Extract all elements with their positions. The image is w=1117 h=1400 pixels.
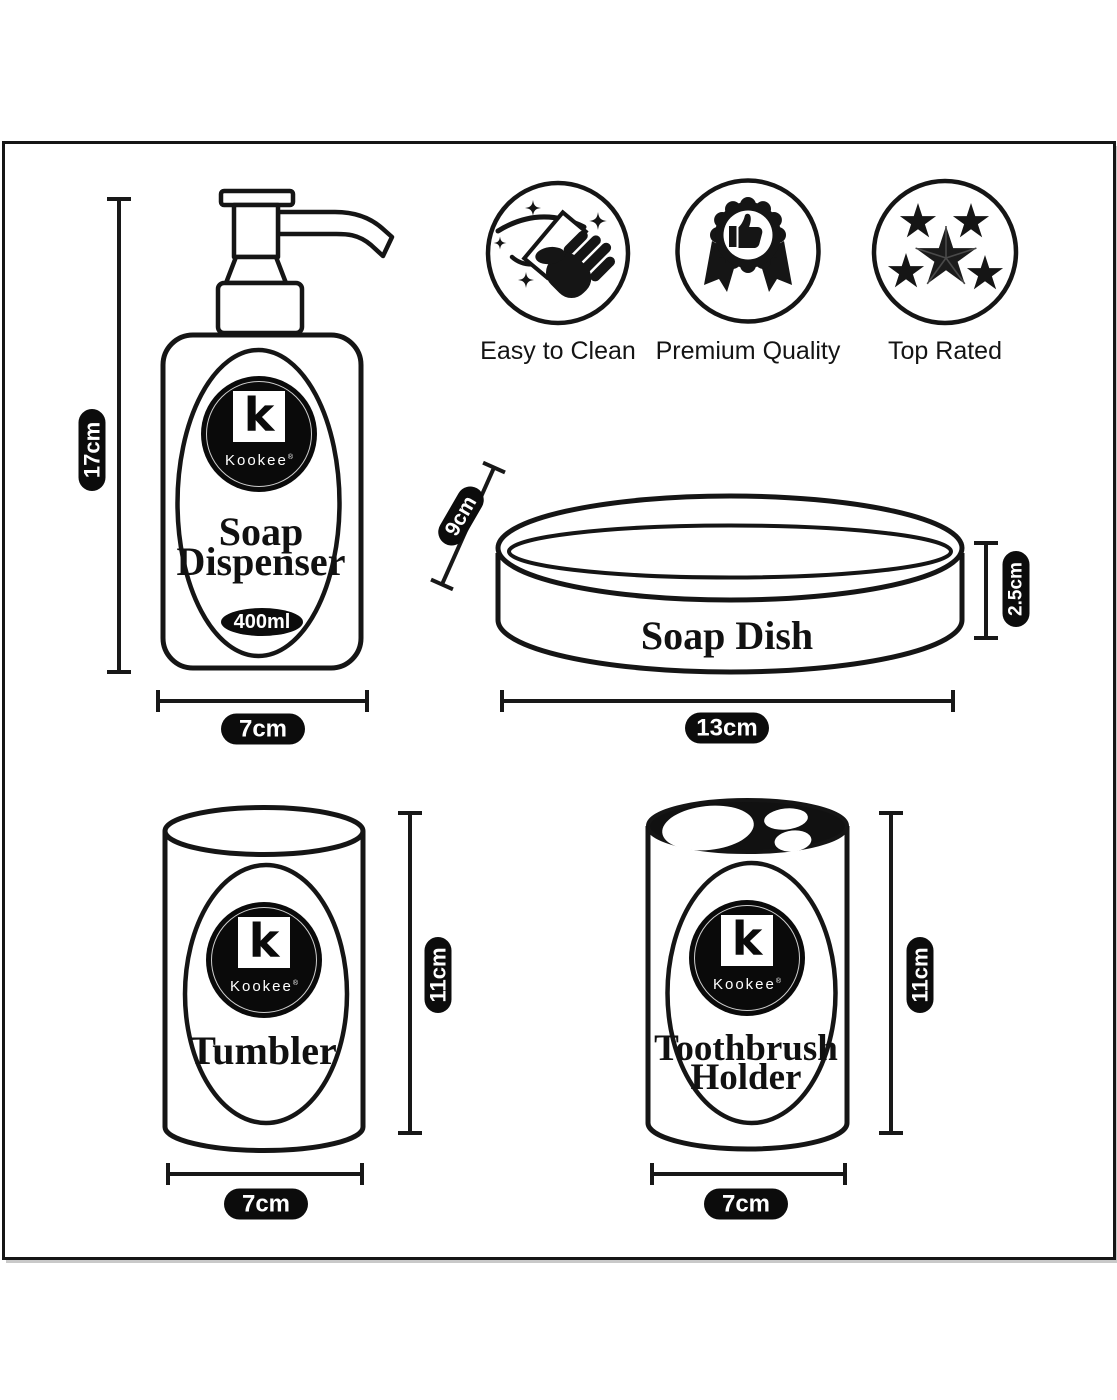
kookee-logo: k Kookee® xyxy=(201,376,317,492)
soap-dispenser-height-label: 17cm xyxy=(78,409,106,491)
tumbler-label: Tumbler xyxy=(189,1028,337,1073)
registered-mark: ® xyxy=(775,978,782,985)
soap-dispenser-height-dim xyxy=(117,199,121,672)
soap-dish-illustration xyxy=(495,493,965,675)
soap-dish-height-dim xyxy=(984,543,988,638)
registered-mark: ® xyxy=(292,980,299,987)
toothbrush-holder-label: Toothbrush Holder xyxy=(654,1028,838,1098)
tumbler-width-dim xyxy=(168,1172,362,1176)
kookee-logo-mark-box: k xyxy=(238,917,290,968)
kookee-logo-mark-box: k xyxy=(233,391,285,442)
toothbrush-holder-width-label: 7cm xyxy=(704,1188,788,1220)
feature-caption-premium-quality: Premium Quality xyxy=(655,337,841,365)
kookee-wordmark: Kookee® xyxy=(224,452,294,469)
kookee-logo-mark: k xyxy=(243,388,275,442)
sparkle-hand-clean-icon xyxy=(485,180,631,326)
toothbrush-holder-height-label: 11cm xyxy=(906,937,934,1013)
soap-dispenser-label: Soap Dispenser xyxy=(176,509,346,584)
toothbrush-holder-height-dim xyxy=(889,813,893,1133)
soap-dish-label: Soap Dish xyxy=(640,613,814,658)
soap-dispenser-width-label: 7cm xyxy=(221,713,305,745)
toothbrush-holder-width-dim xyxy=(652,1172,845,1176)
kookee-wordmark: Kookee® xyxy=(229,978,299,995)
kookee-logo-mark: k xyxy=(731,912,763,966)
capacity-badge: 400ml xyxy=(221,608,303,636)
kookee-logo: k Kookee® xyxy=(206,902,322,1018)
kookee-logo: k Kookee® xyxy=(689,900,805,1016)
soap-dish-width-dim xyxy=(502,699,953,703)
soap-dish-height-label: 2.5cm xyxy=(1002,551,1030,627)
feature-caption-easy-to-clean: Easy to Clean xyxy=(480,337,636,365)
award-ribbon-icon xyxy=(675,178,821,324)
kookee-logo-mark: k xyxy=(248,914,280,968)
kookee-logo-mark-box: k xyxy=(721,915,773,966)
border-frame xyxy=(2,141,1116,1260)
tumbler-width-label: 7cm xyxy=(224,1188,308,1220)
tumbler-height-label: 11cm xyxy=(424,937,452,1013)
registered-mark: ® xyxy=(287,454,294,461)
tumbler-height-dim xyxy=(408,813,412,1133)
kookee-wordmark: Kookee® xyxy=(712,976,782,993)
soap-dish-width-label: 13cm xyxy=(685,712,769,744)
soap-dispenser-width-dim xyxy=(158,699,367,703)
feature-caption-top-rated: Top Rated xyxy=(888,337,1002,365)
five-stars-icon xyxy=(871,178,1019,326)
